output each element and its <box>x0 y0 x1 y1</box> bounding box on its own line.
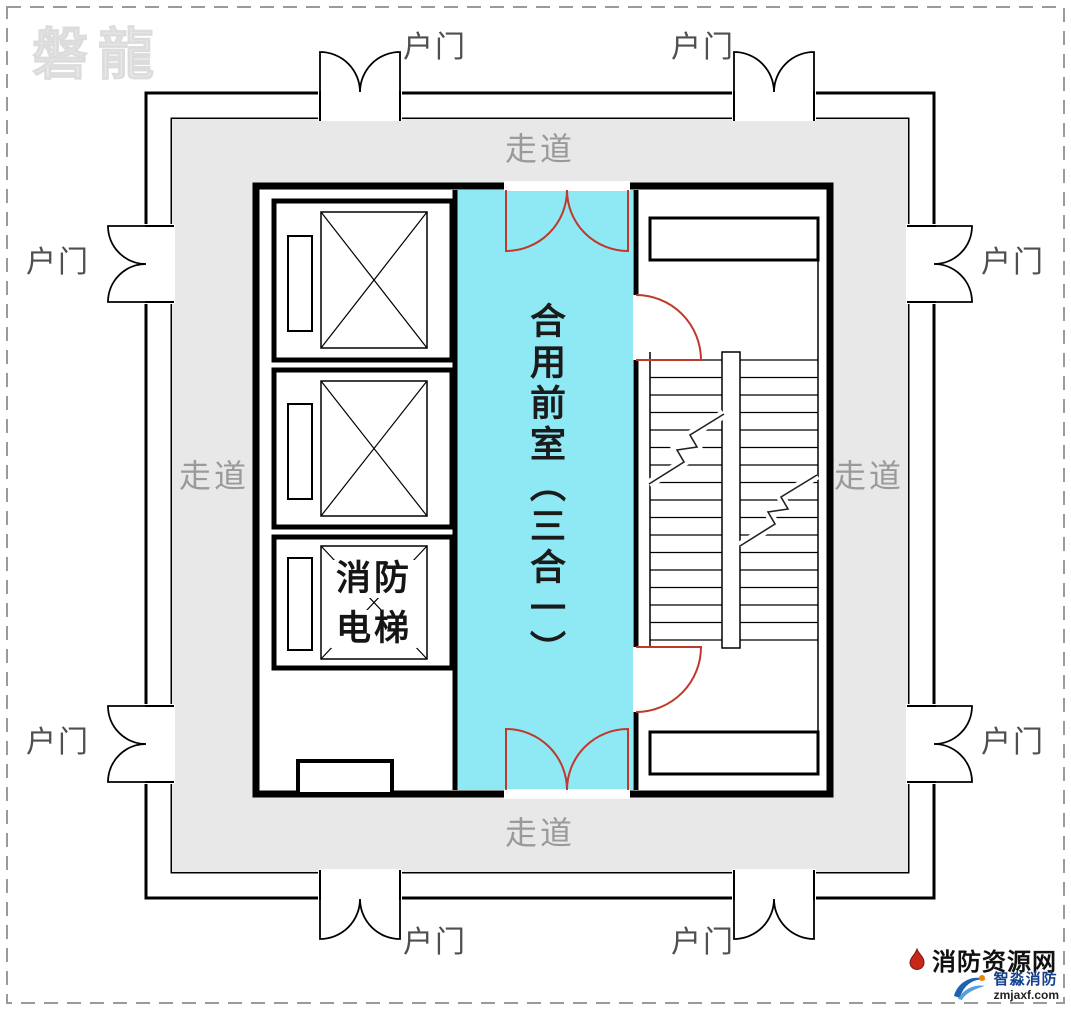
stairwell-bottom-door-swing <box>635 646 703 713</box>
stair-landing-bottom <box>648 730 820 776</box>
door-label-top-left: 户门 <box>403 31 467 64</box>
entry-doors <box>107 51 973 940</box>
corridor-label-bottom: 走道 <box>505 815 575 851</box>
watermark: 磐龍 <box>32 23 164 86</box>
footer-brand-url: zmjaxf.com <box>993 987 1059 1002</box>
door-label-bottom-right: 户门 <box>671 926 735 959</box>
front-room-label: 合用前室（三合一） <box>525 302 566 671</box>
corridor-label-left: 走道 <box>179 458 249 494</box>
front-room-top-door-swing <box>505 189 629 253</box>
door-label-right-upper: 户门 <box>981 246 1045 279</box>
stair-break-line-right <box>739 474 818 547</box>
fire-elevator-shaft: 消防 电梯 <box>271 534 455 671</box>
door-label-left-lower: 户门 <box>26 726 90 759</box>
stair-break-line-left <box>648 413 725 485</box>
corridor-label-right: 走道 <box>834 458 904 494</box>
entry-door-top-right <box>732 51 816 121</box>
dashed-border <box>6 6 1065 1004</box>
entry-door-top-left <box>318 51 402 121</box>
footer-brand-name: 智淼消防 <box>993 971 1058 989</box>
counterweight-2 <box>287 403 313 500</box>
front-room-floor <box>457 190 633 790</box>
fire-elevator-label-line1: 消防 <box>336 559 412 598</box>
flame-icon <box>909 947 925 970</box>
elevator-shaft-1 <box>271 198 455 363</box>
front-room-bottom-door-gap <box>504 789 630 799</box>
elevator-shaft-2 <box>271 367 455 530</box>
entry-door-right-upper <box>906 224 973 304</box>
fire-elevator-label-line2: 电梯 <box>336 609 412 648</box>
stairwell <box>646 216 820 776</box>
door-label-top-right: 户门 <box>671 31 735 64</box>
door-label-left-upper: 户门 <box>26 246 90 279</box>
counterweight-1 <box>287 235 313 332</box>
footer-brand: 智淼消防 zmjaxf.com <box>952 972 1059 1002</box>
entry-door-bottom-left <box>318 869 402 940</box>
brand-logo-icon <box>953 975 986 1000</box>
entry-door-bottom-right <box>732 869 816 940</box>
counterweight-3 <box>287 557 313 651</box>
entry-door-right-lower <box>906 704 973 784</box>
corridor-label-top: 走道 <box>505 131 575 167</box>
stairwell-top-door-swing <box>635 294 703 361</box>
entry-door-left-upper <box>107 224 175 304</box>
door-label-right-lower: 户门 <box>981 726 1045 759</box>
entry-door-left-lower <box>107 704 175 784</box>
front-room-top-door-gap <box>504 181 630 191</box>
corridor-floor <box>172 119 908 872</box>
fire-door-swings <box>505 189 703 791</box>
footer-site-name: 消防资源网 <box>932 949 1057 976</box>
core-bottom-left-box <box>296 759 394 796</box>
stair-handrail <box>721 351 741 649</box>
front-room-bottom-door-swing <box>505 727 629 791</box>
stair-landing-top <box>648 216 820 262</box>
door-label-bottom-left: 户门 <box>403 926 467 959</box>
footer-site: 消防资源网 <box>907 942 1057 977</box>
brand-text: 智淼消防 zmjaxf.com <box>994 972 1059 1001</box>
